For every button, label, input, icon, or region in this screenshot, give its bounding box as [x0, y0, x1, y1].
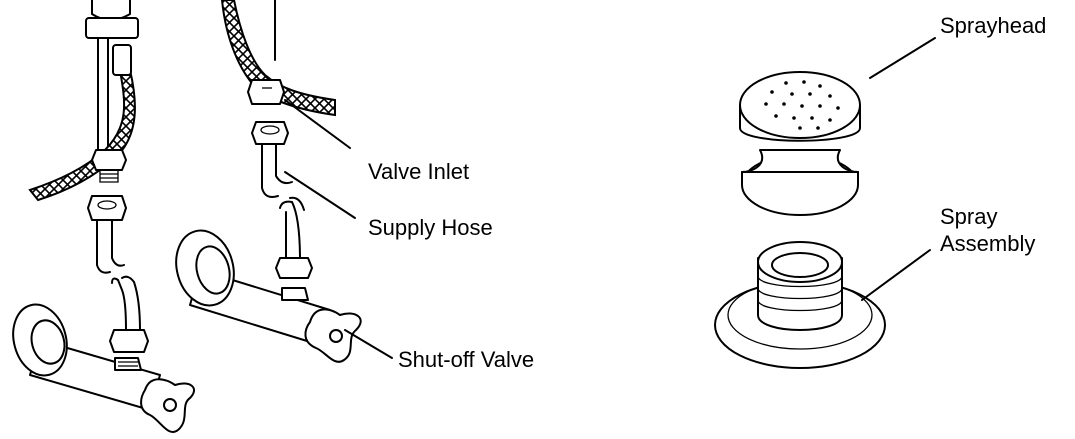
shutoff-valve-label: Shut-off Valve	[398, 347, 534, 372]
valve-inlet-label: Valve Inlet	[368, 159, 469, 184]
sprayhead-part	[739, 71, 861, 216]
sprayhead-leader	[869, 37, 936, 79]
spray-assembly-leader	[861, 249, 931, 301]
supply-hose-label: Supply Hose	[368, 215, 493, 240]
supply-hose-leader	[284, 171, 356, 219]
valve-inlet-leader	[284, 99, 351, 149]
right-faucet-assembly	[175, 0, 362, 363]
shutoff-valve-leader	[344, 329, 393, 359]
left-faucet-assembly	[12, 0, 195, 433]
spray-holes	[764, 80, 840, 130]
spray-assembly-label-line2: Assembly	[940, 231, 1035, 256]
spray-assembly-part	[714, 241, 886, 369]
sprayhead-label: Sprayhead	[940, 13, 1046, 38]
spray-assembly-label-line1: Spray	[940, 204, 997, 229]
